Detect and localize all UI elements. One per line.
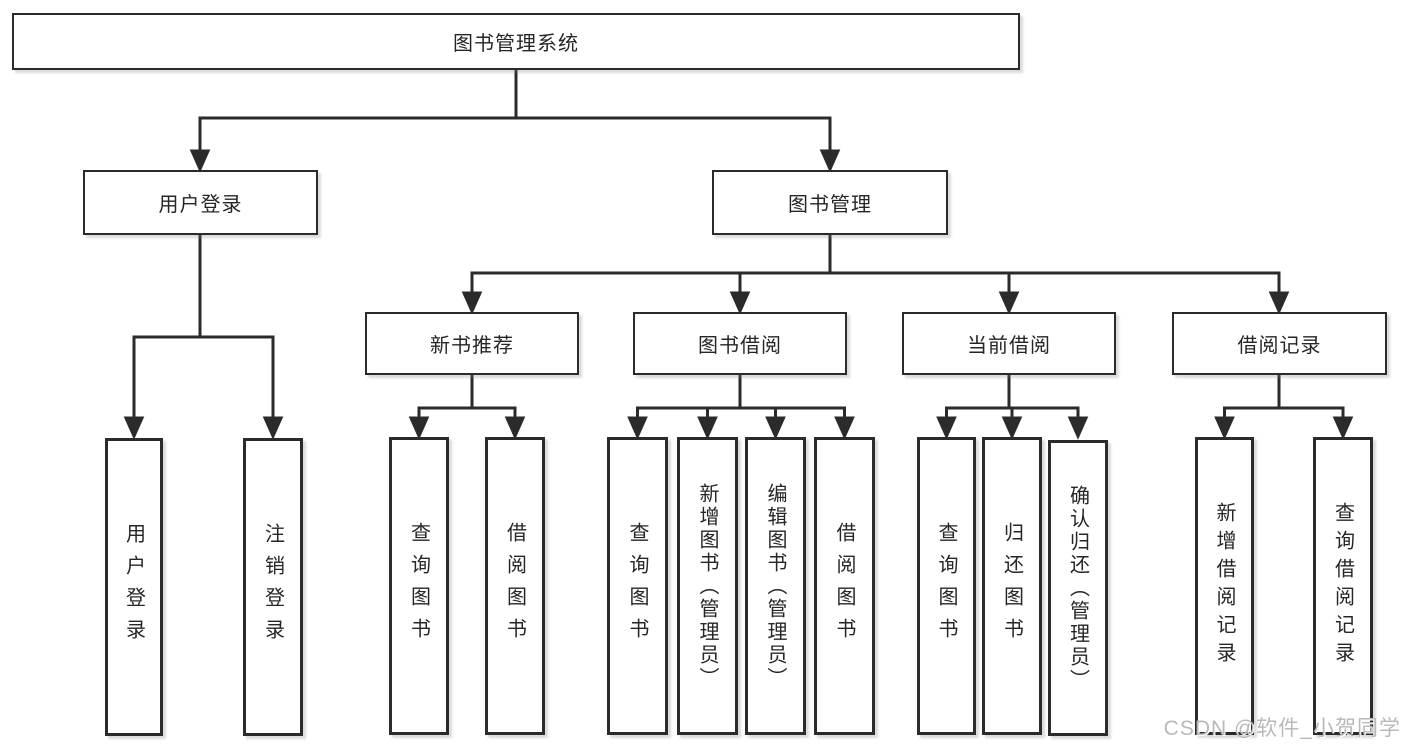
node-br-query-record: 查询借阅记录 bbox=[1313, 437, 1373, 735]
node-bb-query-book: 查询图书 bbox=[607, 437, 668, 735]
node-label: 注销登录 bbox=[261, 523, 284, 651]
node-logout: 注销登录 bbox=[243, 438, 303, 736]
node-cb-return-book: 归还图书 bbox=[982, 437, 1042, 735]
node-label: 借阅图书 bbox=[833, 522, 855, 650]
node-label: 借阅记录 bbox=[1237, 335, 1322, 357]
arrow-down-icon bbox=[1067, 416, 1089, 440]
arrow-down-icon bbox=[998, 291, 1020, 315]
node-new-book-recommend: 新书推荐 bbox=[365, 312, 579, 375]
node-label: 图书借阅 bbox=[698, 335, 782, 357]
arrow-down-icon bbox=[765, 416, 786, 440]
node-label: 新增借阅记录 bbox=[1213, 502, 1235, 670]
node-cb-confirm-return-admin: 确认归还（管理员） bbox=[1048, 440, 1108, 736]
node-label: 用户登录 bbox=[122, 523, 145, 651]
node-label: 查询借阅记录 bbox=[1331, 502, 1354, 670]
node-label: 新书推荐 bbox=[430, 335, 514, 357]
csdn-watermark: CSDN @软件_小贺同学 bbox=[1163, 717, 1401, 740]
node-br-add-record: 新增借阅记录 bbox=[1195, 437, 1254, 735]
node-label: 新增图书（管理员） bbox=[696, 482, 718, 690]
node-label: 查询图书 bbox=[407, 522, 430, 650]
node-label: 图书管理 bbox=[788, 194, 872, 216]
node-bb-borrow-book: 借阅图书 bbox=[814, 437, 875, 735]
node-label: 用户登录 bbox=[158, 194, 243, 216]
arrow-down-icon bbox=[819, 149, 841, 173]
arrow-down-icon bbox=[1001, 416, 1023, 440]
node-book-management: 图书管理 bbox=[712, 170, 948, 235]
node-login: 用户登录 bbox=[105, 438, 163, 736]
node-nbr-query-book: 查询图书 bbox=[389, 437, 449, 735]
node-root: 图书管理系统 bbox=[12, 13, 1020, 70]
arrow-down-icon bbox=[408, 416, 430, 440]
node-label: 确认归还（管理员） bbox=[1066, 484, 1089, 692]
node-label: 图书管理系统 bbox=[453, 33, 579, 55]
arrow-down-icon bbox=[1268, 291, 1290, 315]
arrow-down-icon bbox=[262, 416, 284, 440]
arrow-down-icon bbox=[189, 149, 211, 173]
arrow-down-icon bbox=[627, 416, 648, 440]
node-user-login: 用户登录 bbox=[83, 170, 318, 235]
node-label: 借阅图书 bbox=[503, 522, 526, 650]
node-borrow-records: 借阅记录 bbox=[1172, 312, 1387, 375]
arrow-down-icon bbox=[504, 416, 526, 440]
node-label: 当前借阅 bbox=[967, 335, 1051, 357]
arrow-down-icon bbox=[936, 416, 957, 440]
node-current-borrow: 当前借阅 bbox=[902, 312, 1116, 375]
arrow-down-icon bbox=[697, 416, 718, 440]
node-book-borrow: 图书借阅 bbox=[633, 312, 847, 375]
arrow-down-icon bbox=[123, 416, 145, 440]
arrow-down-icon bbox=[1214, 416, 1235, 440]
node-cb-query-book: 查询图书 bbox=[917, 437, 976, 735]
arrow-down-icon bbox=[834, 416, 855, 440]
arrow-down-icon bbox=[1332, 416, 1354, 440]
arrow-down-icon bbox=[461, 291, 483, 315]
node-label: 编辑图书（管理员） bbox=[764, 482, 786, 690]
arrow-down-icon bbox=[729, 291, 751, 315]
node-label: 查询图书 bbox=[626, 522, 648, 650]
node-label: 归还图书 bbox=[1000, 522, 1023, 650]
node-label: 查询图书 bbox=[935, 522, 957, 650]
node-nbr-borrow-book: 借阅图书 bbox=[485, 437, 545, 735]
node-bb-edit-book-admin: 编辑图书（管理员） bbox=[745, 437, 806, 735]
node-bb-add-book-admin: 新增图书（管理员） bbox=[677, 437, 738, 735]
